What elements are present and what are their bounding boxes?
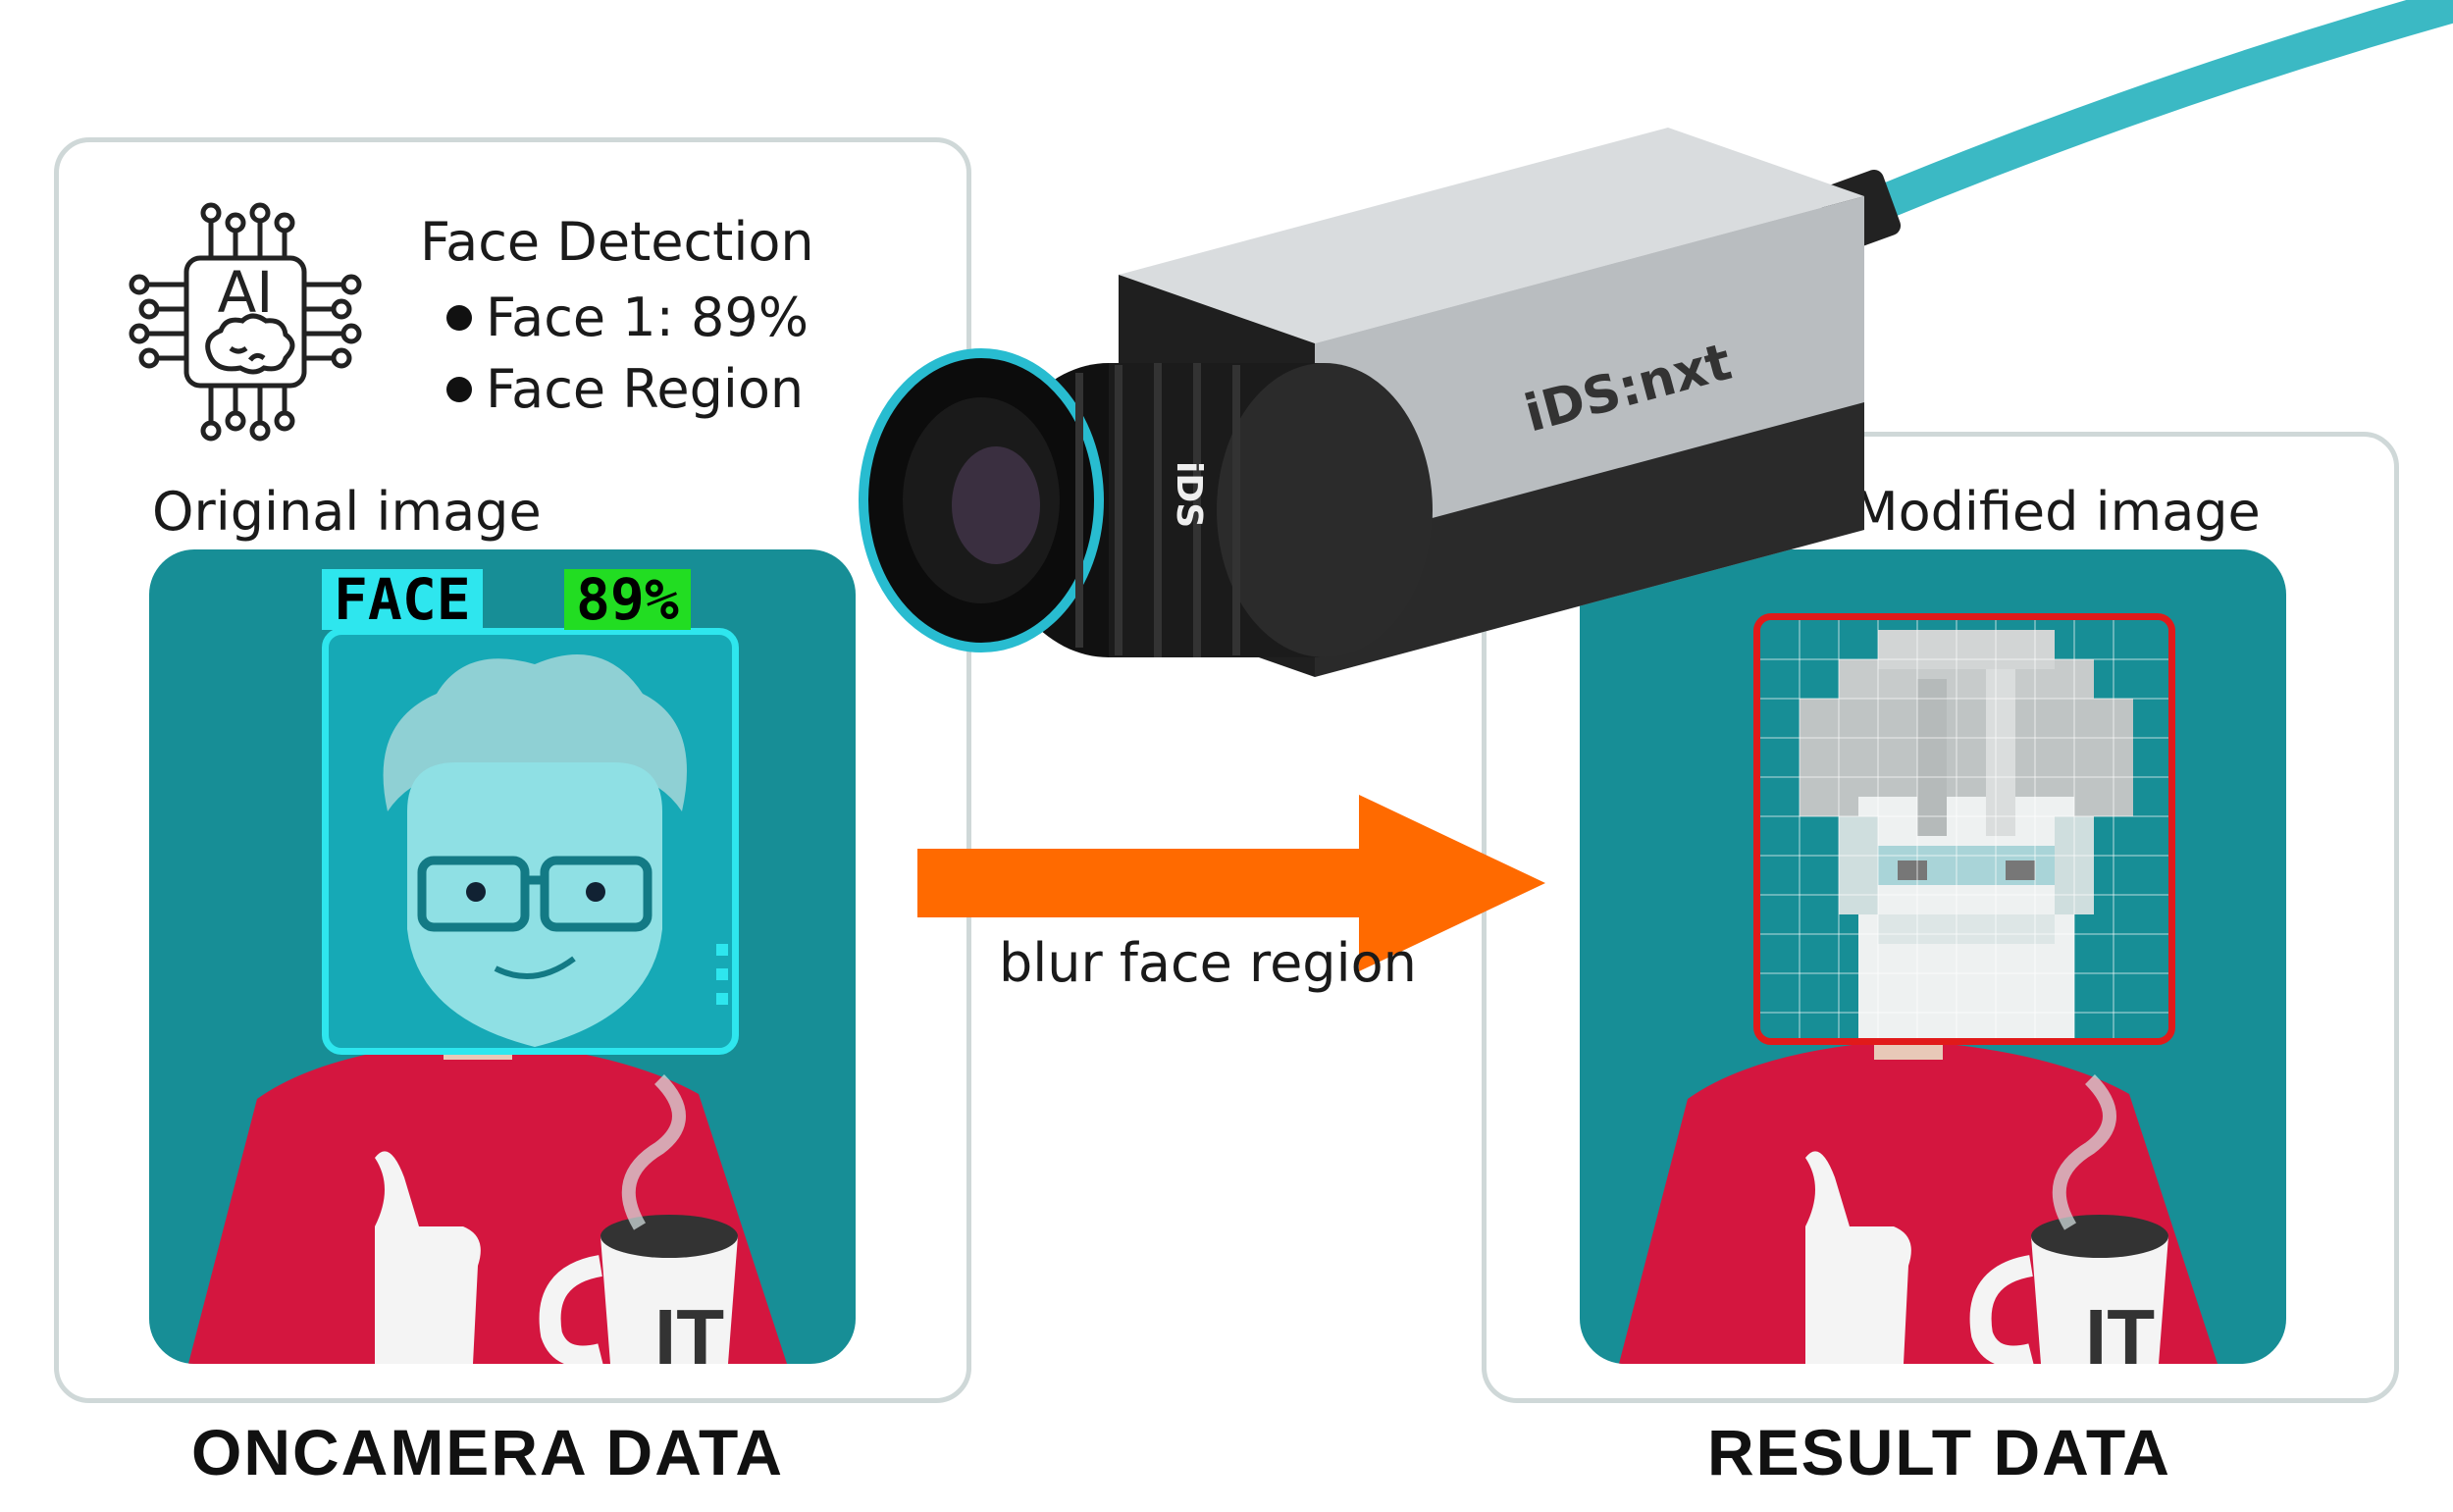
process-arrow-icon bbox=[917, 795, 1545, 971]
result-data-footer: RESULT DATA bbox=[1707, 1416, 2171, 1488]
bullet-face-confidence: Face 1: 89% bbox=[486, 287, 809, 348]
original-image-caption: Original image bbox=[152, 481, 542, 543]
camera-brand-lens: iDS bbox=[1169, 461, 1209, 528]
face-detection-title: Face Detection bbox=[420, 211, 814, 273]
ai-chip-icon: AI bbox=[129, 202, 362, 442]
pixelated-face bbox=[1760, 620, 2168, 1038]
face-tag: FACE bbox=[322, 569, 483, 630]
mug-text: IT bbox=[2085, 1293, 2155, 1364]
blur-face-region-label: blur face region bbox=[999, 932, 1417, 994]
bullet-dot bbox=[446, 304, 472, 331]
bullet-item: Face Region bbox=[446, 358, 804, 420]
bullet-dot bbox=[446, 376, 472, 402]
face-bounding-box bbox=[322, 628, 739, 1055]
blurred-face-box bbox=[1753, 613, 2175, 1045]
camera-lens: iDS bbox=[859, 348, 1433, 657]
mug-text: IT bbox=[654, 1293, 724, 1364]
ai-chip-text: AI bbox=[218, 259, 274, 326]
person-illustration: IT bbox=[1619, 1001, 2218, 1364]
person-illustration: IT bbox=[188, 1001, 787, 1364]
modified-image-caption: Modified image bbox=[1853, 481, 2261, 543]
camera-cable bbox=[1856, 0, 2453, 224]
camera-illustration: iDS:nxt iDS bbox=[859, 0, 2453, 677]
confidence-tag: 89% bbox=[564, 569, 691, 630]
bullet-face-region: Face Region bbox=[486, 358, 805, 420]
face-illustration bbox=[383, 654, 728, 1047]
bullet-item: Face 1: 89% bbox=[446, 287, 809, 348]
oncamera-data-footer: ONCAMERA DATA bbox=[191, 1416, 785, 1488]
